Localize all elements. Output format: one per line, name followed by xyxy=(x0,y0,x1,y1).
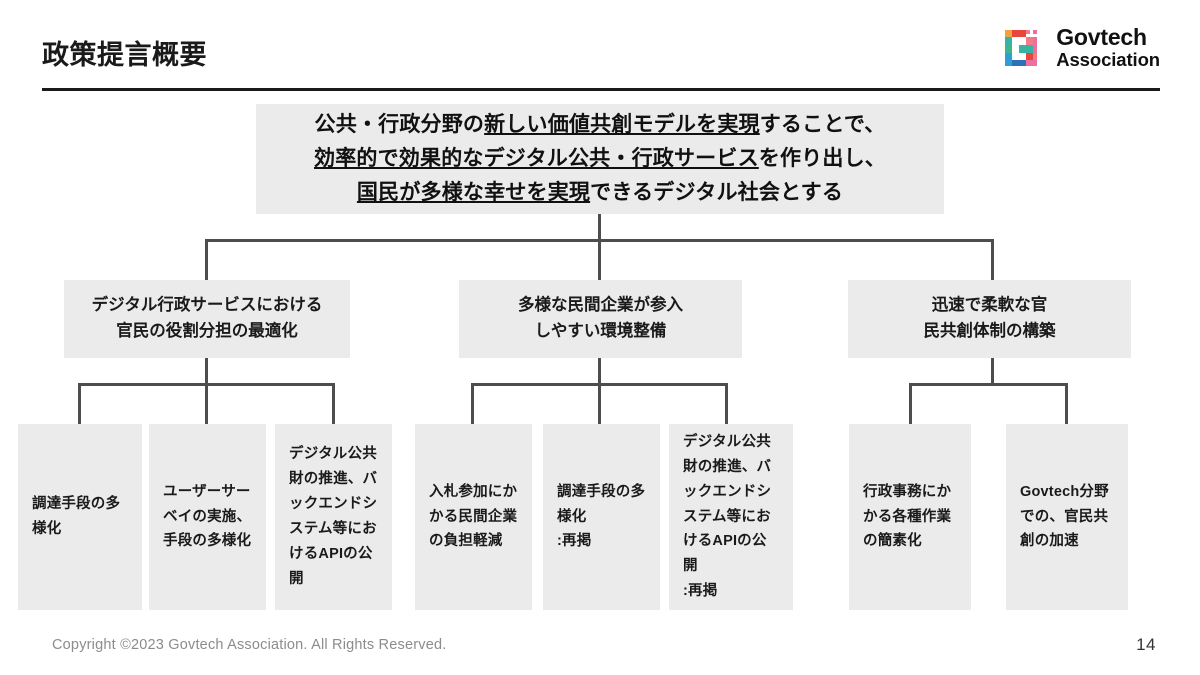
vision-2-plain-after: を作り出し、 xyxy=(758,146,886,170)
leaf-2-text: デジタル公共財の推進、バックエンドシステム等におけるAPIの公開 xyxy=(289,446,378,587)
leaf-6-text: 行政事務にかかる各種作業の簡素化 xyxy=(863,483,952,550)
pillar-2-line-1: 迅速で柔軟な官 xyxy=(931,296,1048,315)
pillar-2-line-2: 民共創体制の構築 xyxy=(923,322,1056,340)
leaf-box-public-goods-api-repost: デジタル公共財の推進、バックエンドシステム等におけるAPIの公開 :再掲 xyxy=(669,424,793,610)
connector-group2-drop-1 xyxy=(1065,383,1068,424)
connector-group0-drop-1 xyxy=(205,383,208,424)
leaf-box-bidding-burden: 入札参加にかかる民間企業の負担軽減 xyxy=(415,424,532,610)
connector-group2-bar xyxy=(909,383,1068,386)
leaf-box-admin-simplification: 行政事務にかかる各種作業の簡素化 xyxy=(849,424,971,610)
connector-group2-drop-0 xyxy=(909,383,912,424)
leaf-7-text: Govtech分野での、官民共創の加速 xyxy=(1020,483,1109,550)
govtech-g-mark-icon xyxy=(1005,30,1038,66)
page-number: 14 xyxy=(1136,635,1156,654)
govtech-association-logo: Govtech Association xyxy=(1001,26,1160,70)
connector-group0-drop-2 xyxy=(332,383,335,424)
logo-wordmark: Govtech Association xyxy=(1056,24,1160,71)
leaf-box-procurement-diversification-repost: 調達手段の多様化 :再掲 xyxy=(543,424,660,610)
vision-statement-box: 公共・行政分野の新しい価値共創モデルを実現することで、 効率的で効果的なデジタル… xyxy=(256,104,944,214)
pillar-box-role-optimization: デジタル行政サービスにおける 官民の役割分担の最適化 xyxy=(64,280,350,358)
title-divider xyxy=(42,88,1160,91)
pillar-box-cocreation-system: 迅速で柔軟な官 民共創体制の構築 xyxy=(848,280,1131,358)
leaf-1-text: ユーザーサーベイの実施、手段の多様化 xyxy=(163,483,252,550)
pillar-box-private-entry: 多様な民間企業が参入 しやすい環境整備 xyxy=(459,280,742,358)
vision-2-underlined: 効率的で効果的なデジタル公共・行政サービス xyxy=(314,146,759,170)
connector-group2-stem xyxy=(991,358,994,385)
vision-1-plain-after: することで、 xyxy=(759,112,886,136)
pillar-0-line-2: 官民の役割分担の最適化 xyxy=(116,322,298,340)
pillar-1-line-1: 多様な民間企業が参入 xyxy=(518,296,683,315)
connector-level1-drop-1 xyxy=(598,239,601,282)
leaf-0-text: 調達手段の多様化 xyxy=(32,496,121,537)
connector-group0-drop-0 xyxy=(78,383,81,424)
logo-line-association: Association xyxy=(1056,49,1160,71)
vision-1-underlined: 新しい価値共創モデルを実現 xyxy=(484,112,760,136)
connector-vision-stem xyxy=(598,214,601,242)
connector-group1-stem xyxy=(598,358,601,385)
vision-line-2: 効率的で効果的なデジタル公共・行政サービスを作り出し、 xyxy=(314,142,886,176)
vision-1-plain-before: 公共・行政分野の xyxy=(314,112,485,136)
vision-line-3: 国民が多様な幸せを実現できるデジタル社会とする xyxy=(357,176,843,210)
vision-3-underlined: 国民が多様な幸せを実現 xyxy=(356,181,591,204)
leaf-box-govtech-cocreation: Govtech分野での、官民共創の加速 xyxy=(1006,424,1128,610)
leaf-box-user-survey: ユーザーサーベイの実施、手段の多様化 xyxy=(149,424,266,610)
leaf-box-procurement-diversification: 調達手段の多様化 xyxy=(18,424,142,610)
pillar-0-line-1: デジタル行政サービスにおける xyxy=(91,296,323,315)
pillar-1-line-2: しやすい環境整備 xyxy=(534,322,667,340)
connector-group1-drop-0 xyxy=(471,383,474,424)
leaf-5-text: デジタル公共財の推進、バックエンドシステム等におけるAPIの公開 :再掲 xyxy=(683,433,772,600)
connector-level1-drop-0 xyxy=(205,239,208,282)
footer-copyright: Copyright ©2023 Govtech Association. All… xyxy=(52,637,447,653)
leaf-box-public-goods-api: デジタル公共財の推進、バックエンドシステム等におけるAPIの公開 xyxy=(275,424,392,610)
vision-3-plain-after: できるデジタル社会とする xyxy=(590,181,844,204)
vision-line-1: 公共・行政分野の新しい価値共創モデルを実現することで、 xyxy=(315,108,886,142)
connector-group1-drop-1 xyxy=(598,383,601,424)
leaf-4-text: 調達手段の多様化 :再掲 xyxy=(557,483,646,550)
leaf-3-text: 入札参加にかかる民間企業の負担軽減 xyxy=(429,483,518,550)
page-title: 政策提言概要 xyxy=(42,40,207,70)
logo-line-govtech: Govtech xyxy=(1056,24,1147,51)
connector-group0-stem xyxy=(205,358,208,385)
connector-level1-drop-2 xyxy=(991,239,994,282)
connector-group1-drop-2 xyxy=(725,383,728,424)
